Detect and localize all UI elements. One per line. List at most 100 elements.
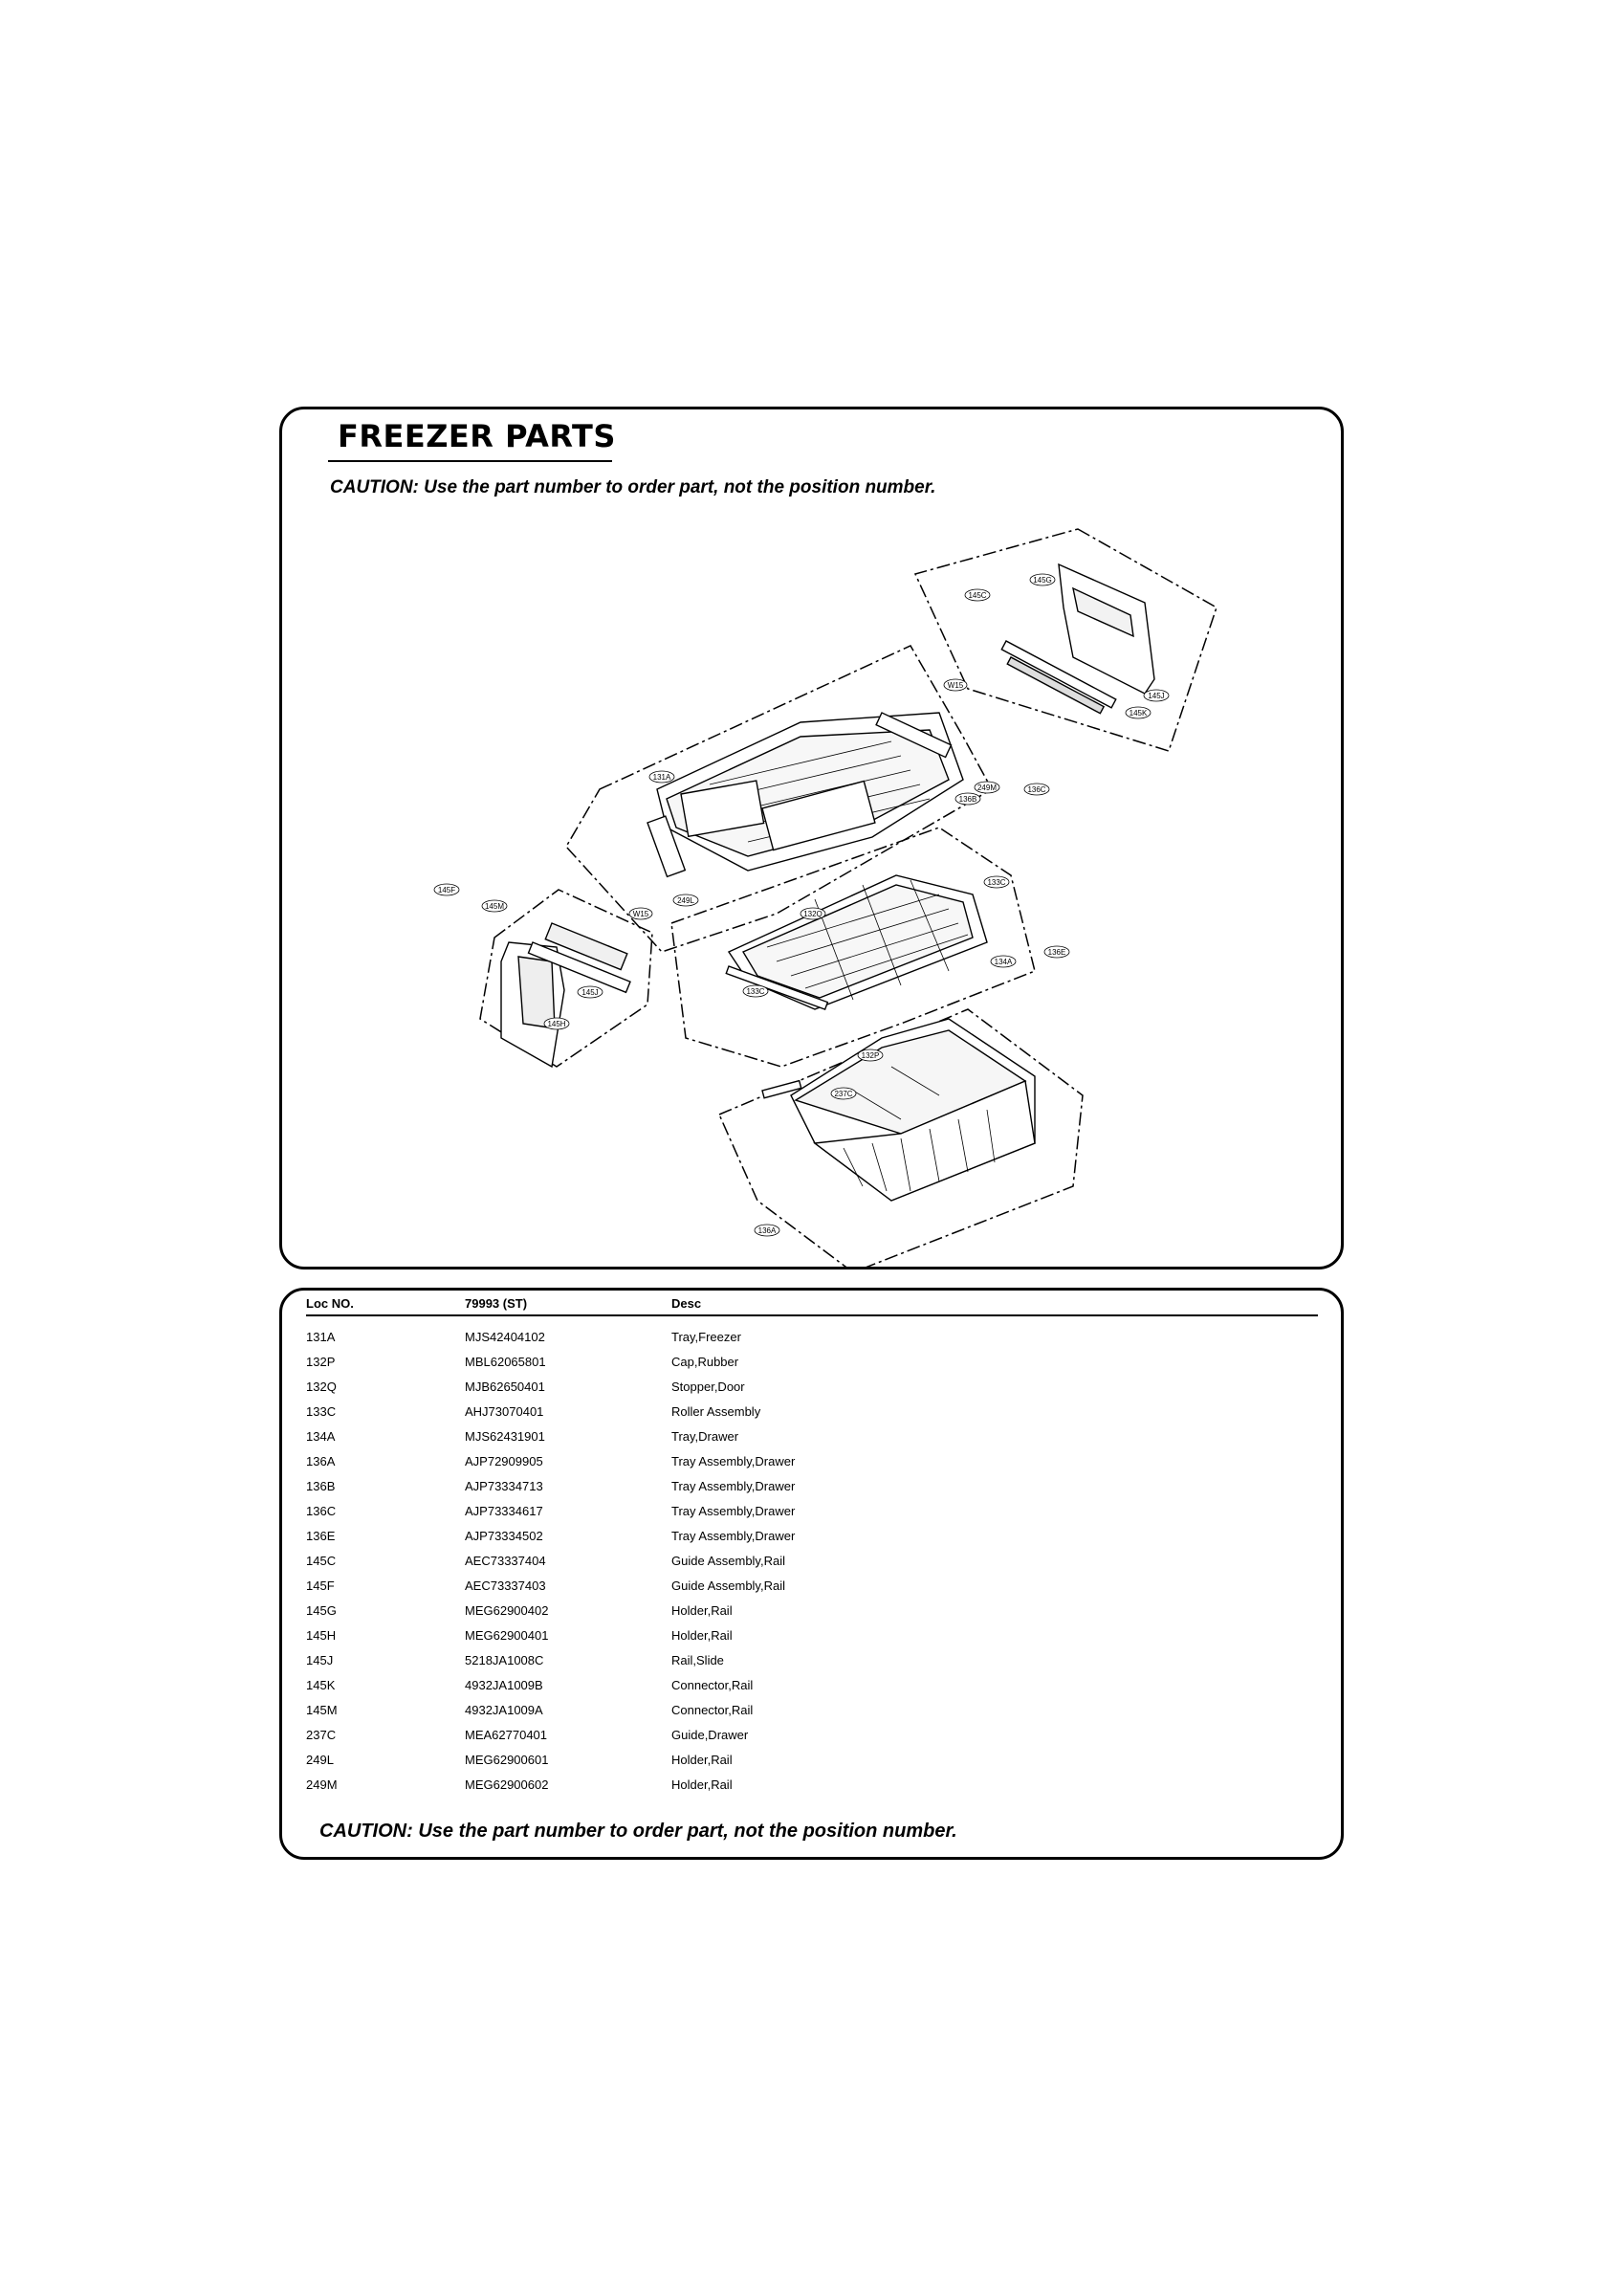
cell-loc-no: 134A xyxy=(306,1428,336,1444)
table-row: 136B AJP73334713 Tray Assembly,Drawer xyxy=(306,1473,1318,1498)
callout-133c-a: 133C xyxy=(983,875,1010,889)
cell-desc: Guide Assembly,Rail xyxy=(671,1578,785,1593)
cell-loc-no: 133C xyxy=(306,1403,337,1419)
cell-part-number: MBL62065801 xyxy=(465,1354,546,1369)
callout-249l: 249L xyxy=(672,894,699,907)
cell-part-number: MEG62900402 xyxy=(465,1602,549,1618)
cell-loc-no: 145J xyxy=(306,1652,334,1667)
table-row: 136E AJP73334502 Tray Assembly,Drawer xyxy=(306,1523,1318,1548)
cell-desc: Tray,Drawer xyxy=(671,1428,739,1444)
svg-text:145F: 145F xyxy=(438,886,455,894)
group-boundary-upper-tray xyxy=(565,645,994,953)
callout-134a: 134A xyxy=(990,955,1017,968)
table-header-row: Loc NO. 79993 (ST) Desc xyxy=(306,1292,1318,1315)
cell-loc-no: 145M xyxy=(306,1702,338,1717)
cell-loc-no: 136A xyxy=(306,1453,336,1468)
svg-text:133C: 133C xyxy=(987,878,1005,887)
cell-part-number: AJP73334502 xyxy=(465,1528,543,1543)
group-boundary-left-rail xyxy=(479,889,653,1068)
svg-text:145J: 145J xyxy=(1148,692,1164,700)
callout-237c: 237C xyxy=(830,1087,857,1100)
svg-text:145H: 145H xyxy=(547,1020,565,1028)
cell-part-number: MEG62900602 xyxy=(465,1777,549,1792)
cell-desc: Tray Assembly,Drawer xyxy=(671,1528,796,1543)
svg-text:145M: 145M xyxy=(485,902,504,911)
cell-loc-no: 136B xyxy=(306,1478,336,1493)
cell-part-number: AEC73337404 xyxy=(465,1553,546,1568)
cell-desc: Tray,Freezer xyxy=(671,1329,741,1344)
svg-text:136E: 136E xyxy=(1048,948,1066,957)
cell-part-number: MEA62770401 xyxy=(465,1727,548,1742)
svg-text:145K: 145K xyxy=(1130,709,1148,718)
cell-part-number: MJB62650401 xyxy=(465,1379,545,1394)
callout-136b: 136B xyxy=(954,792,981,806)
cell-desc: Guide Assembly,Rail xyxy=(671,1553,785,1568)
cell-part-number: AEC73337403 xyxy=(465,1578,546,1593)
svg-text:W15: W15 xyxy=(633,910,649,918)
cell-desc: Holder,Rail xyxy=(671,1777,733,1792)
group-boundary-rear-rail xyxy=(913,528,1217,752)
cell-desc: Guide,Drawer xyxy=(671,1727,749,1742)
cell-desc: Roller Assembly xyxy=(671,1403,761,1419)
cell-part-number: AHJ73070401 xyxy=(465,1403,544,1419)
upper-freezer-tray-part xyxy=(647,712,964,878)
cell-loc-no: 131A xyxy=(306,1329,336,1344)
svg-text:132Q: 132Q xyxy=(803,910,822,918)
cell-loc-no: 249L xyxy=(306,1752,334,1767)
caution-note-bottom: CAUTION: Use the part number to order pa… xyxy=(319,1821,957,1842)
svg-text:131A: 131A xyxy=(653,773,671,782)
svg-text:136A: 136A xyxy=(758,1226,777,1235)
group-boundary-middle-tray xyxy=(670,827,1036,1068)
callout-w15-b: W15 xyxy=(628,907,653,920)
cell-desc: Holder,Rail xyxy=(671,1602,733,1618)
cell-loc-no: 136E xyxy=(306,1528,336,1543)
cell-desc: Connector,Rail xyxy=(671,1677,754,1692)
svg-text:W15: W15 xyxy=(948,681,964,690)
table-row: 133C AHJ73070401 Roller Assembly xyxy=(306,1399,1318,1424)
callout-132p: 132P xyxy=(857,1049,884,1062)
cell-part-number: 5218JA1008C xyxy=(465,1652,544,1667)
parts-table-panel xyxy=(279,1288,1344,1860)
cell-desc: Tray Assembly,Drawer xyxy=(671,1453,796,1468)
callout-131a: 131A xyxy=(648,770,675,784)
caution-note-top: CAUTION: Use the part number to order pa… xyxy=(330,477,936,497)
svg-text:145J: 145J xyxy=(581,988,598,997)
callout-136a: 136A xyxy=(754,1224,780,1237)
callout-136c: 136C xyxy=(1023,783,1050,796)
callout-145c: 145C xyxy=(964,588,991,602)
left-rail-holder-part xyxy=(500,922,631,1069)
svg-text:145G: 145G xyxy=(1033,576,1052,585)
svg-text:145C: 145C xyxy=(968,591,986,600)
svg-text:133C: 133C xyxy=(746,987,764,996)
cell-loc-no: 136C xyxy=(306,1503,337,1518)
cell-part-number: MEG62900601 xyxy=(465,1752,549,1767)
svg-text:249M: 249M xyxy=(977,784,997,792)
cell-part-number: AJP73334617 xyxy=(465,1503,543,1518)
cell-desc: Connector,Rail xyxy=(671,1702,754,1717)
callout-w15-a: W15 xyxy=(943,678,968,692)
callout-133c-b: 133C xyxy=(742,984,769,998)
cell-part-number: AJP72909905 xyxy=(465,1453,543,1468)
cell-part-number: 4932JA1009B xyxy=(465,1677,543,1692)
callout-132q: 132Q xyxy=(800,907,826,920)
svg-text:132P: 132P xyxy=(862,1051,880,1060)
cell-loc-no: 132Q xyxy=(306,1379,337,1394)
callout-145k: 145K xyxy=(1125,706,1151,719)
page-title: FREEZER PARTS xyxy=(338,418,616,454)
cell-desc: Tray Assembly,Drawer xyxy=(671,1478,796,1493)
column-header-desc: Desc xyxy=(671,1295,702,1311)
callout-145j-a: 145J xyxy=(577,985,603,999)
cell-desc: Cap,Rubber xyxy=(671,1354,739,1369)
callout-145j-b: 145J xyxy=(1143,689,1170,702)
cell-loc-no: 145H xyxy=(306,1627,337,1643)
svg-text:136B: 136B xyxy=(959,795,977,804)
cell-part-number: AJP73334713 xyxy=(465,1478,543,1493)
title-underline xyxy=(328,460,612,462)
